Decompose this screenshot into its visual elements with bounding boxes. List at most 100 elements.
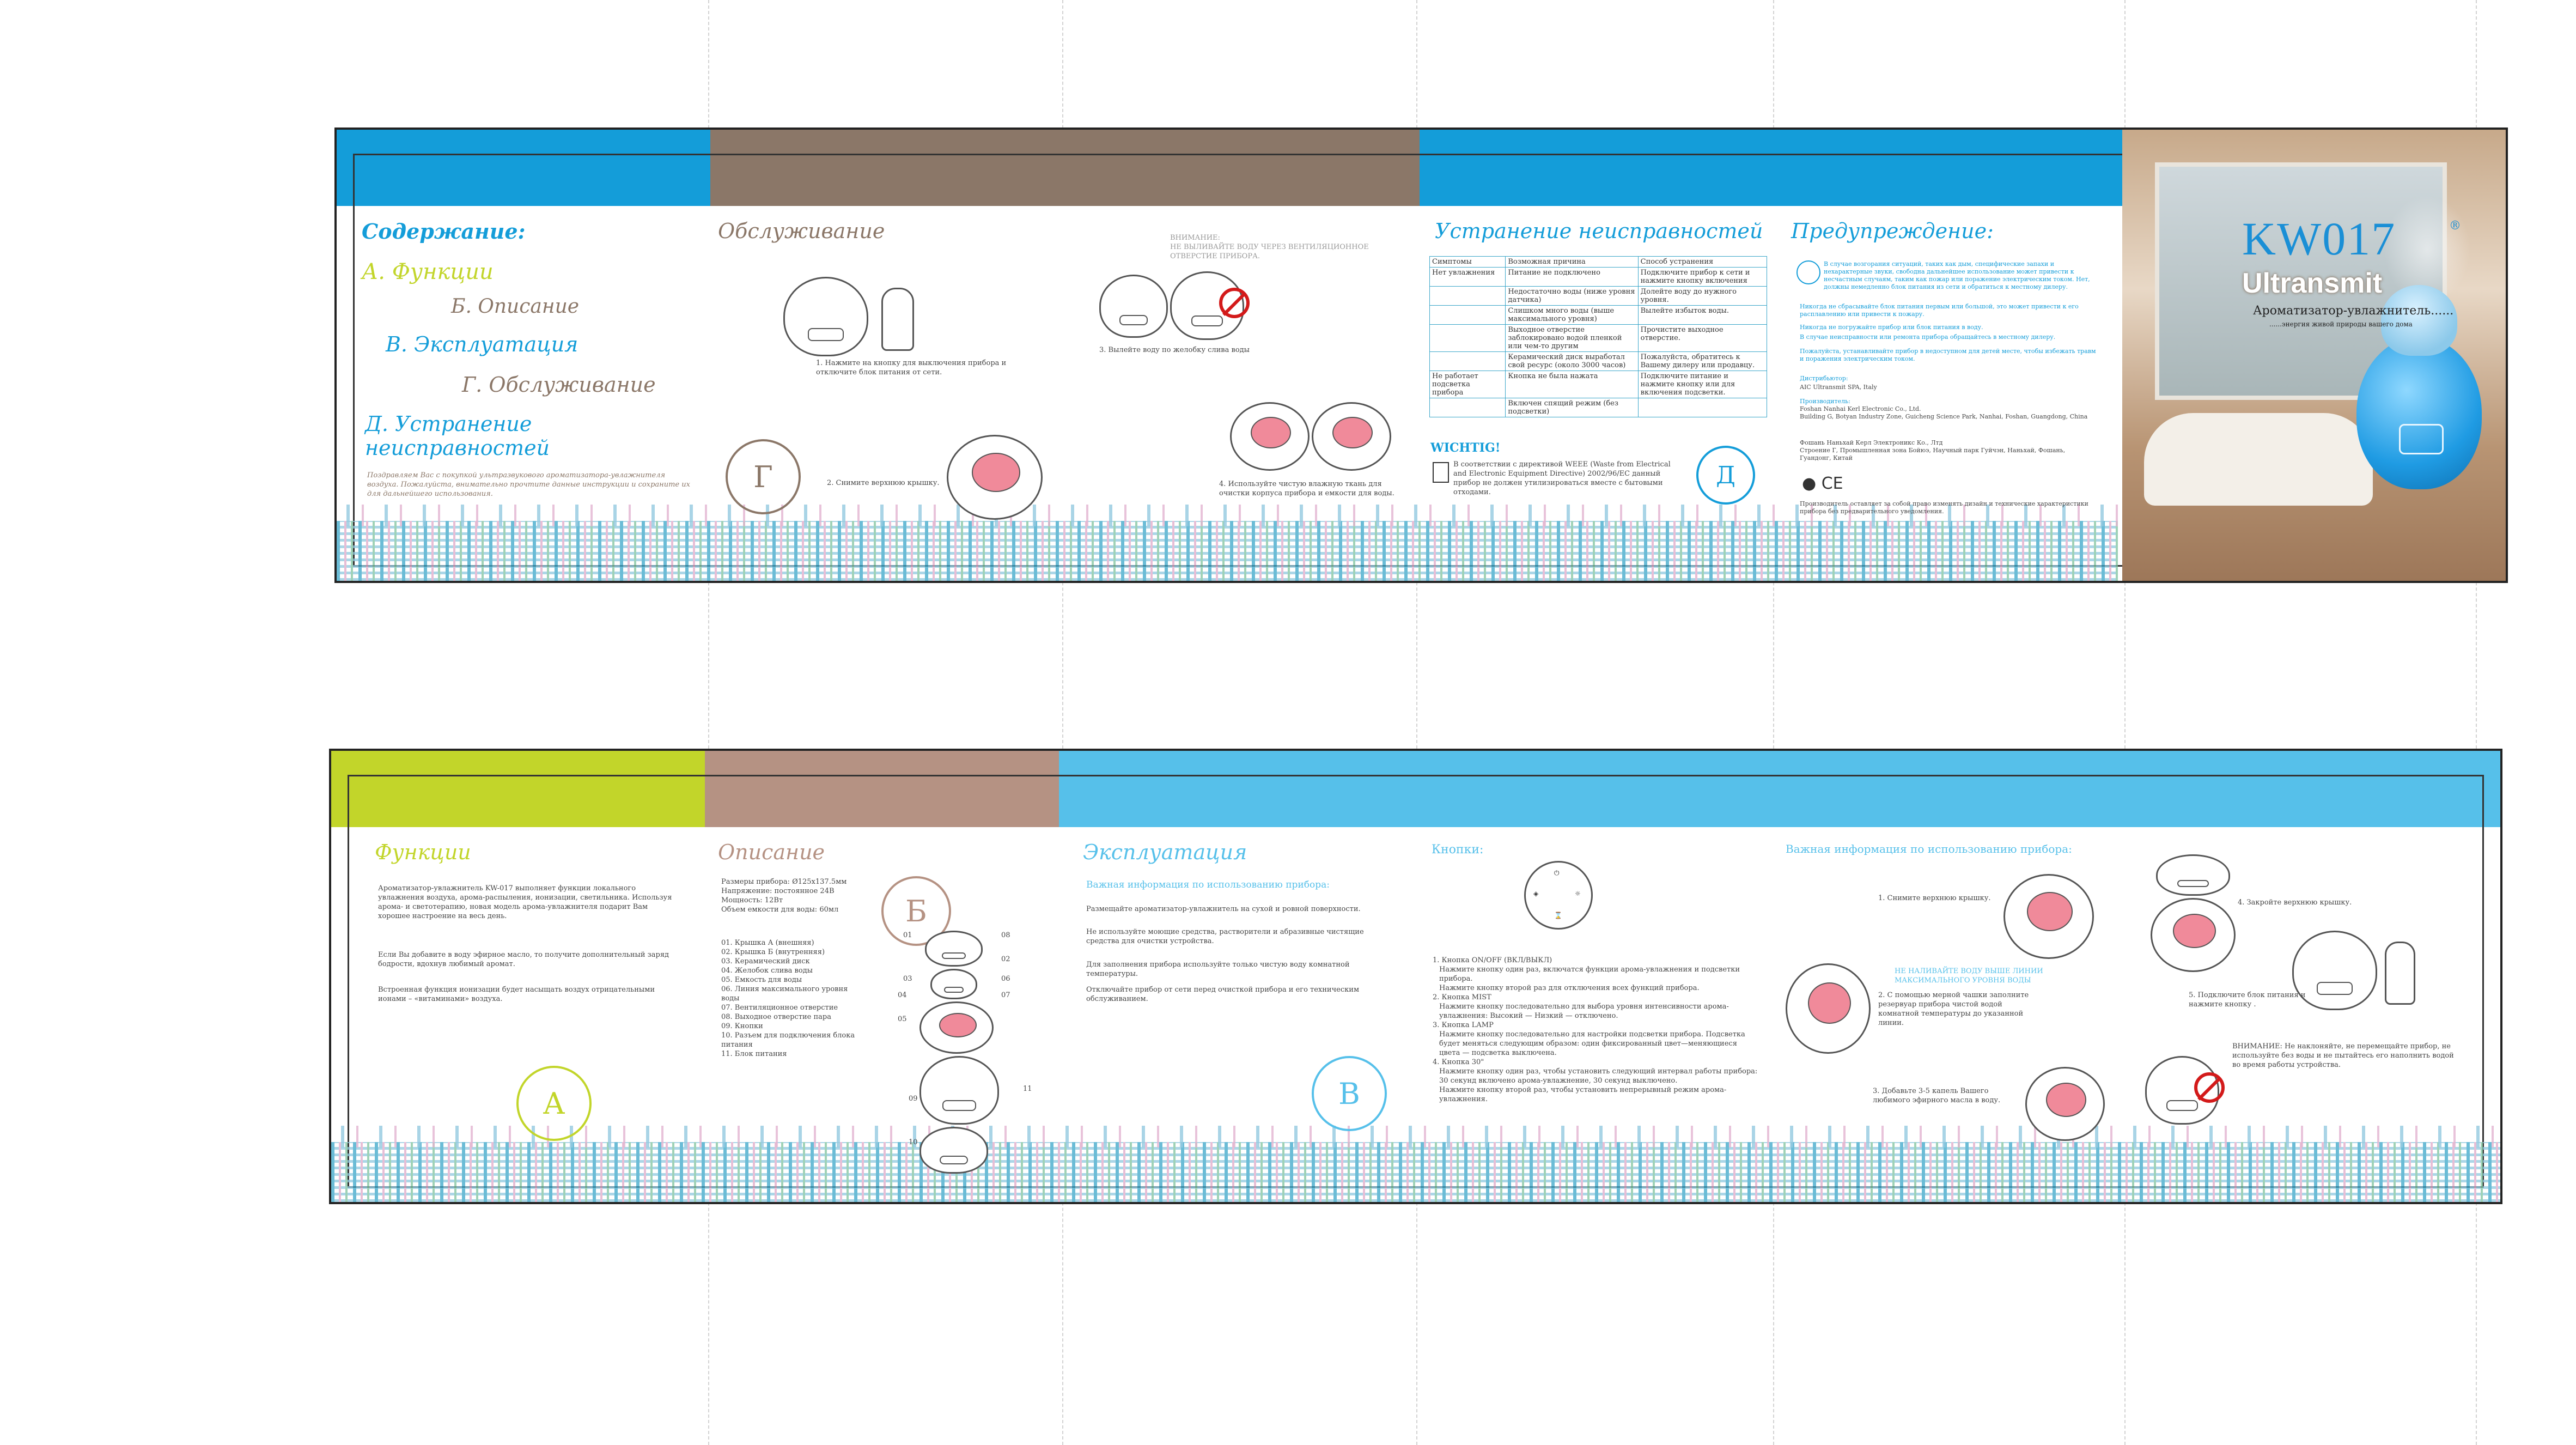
table-row: Включен спящий режим (без подсветки) xyxy=(1429,398,1768,417)
letter-pattern-decoration xyxy=(337,505,2118,581)
spec-item: Мощность: 12Вт xyxy=(721,896,783,904)
service-step-2: 2. Снимите верхнюю крышку. xyxy=(827,479,940,487)
remove-cap-illustration xyxy=(2003,874,2094,959)
table-row: Выходное отверстие заблокировано водой п… xyxy=(1429,324,1768,352)
callout-05: 05 xyxy=(898,1015,907,1023)
section-badge-a: А xyxy=(516,1066,592,1141)
product-image xyxy=(2356,285,2482,489)
usage-step-1: 1. Снимите верхнюю крышку. xyxy=(1878,894,1991,902)
spec-item: Объем емкости для воды: 60мл xyxy=(721,906,839,914)
contents-item-functions: А. Функции xyxy=(362,259,494,284)
callout-10: 10 xyxy=(909,1138,918,1146)
contents-item-operation: В. Эксплуатация xyxy=(386,332,578,356)
service-step-1: 1. Нажмите на кнопку для выключения приб… xyxy=(816,359,1007,377)
cover-tagline: ......энергия живой природы вашего дома xyxy=(2269,320,2413,328)
table-row: Нет увлажнения Питание не подключено Под… xyxy=(1429,267,1768,287)
manufacturer-info: Foshan Nanhai Kerl Electronic Co., Ltd. … xyxy=(1800,405,2088,420)
usage-step-4: 4. Закройте верхнюю крышку. xyxy=(2238,898,2352,907)
weee-text: В соответствии с директивой WEEE (Waste … xyxy=(1453,460,1671,496)
usage-title: Важная информация по использованию прибо… xyxy=(1786,842,2072,855)
table-row: Керамический диск выработал свой ресурс … xyxy=(1429,351,1768,371)
plug-illustration xyxy=(2292,931,2377,1010)
manufacturer-info-ru: Фошань Наньхай Керл Электроникс Ко., Лтд… xyxy=(1800,439,2066,462)
fill-water-illustration xyxy=(1786,963,1871,1054)
leaflet-inner-side: Функции Ароматизатор-увлажнитель KW-017 … xyxy=(329,749,2502,1204)
contents-item-service: Г. Обслуживание xyxy=(462,373,656,397)
button-4-heading: 4. Кнопка 30" xyxy=(1433,1058,1484,1066)
troubleshooting-panel: Устранение неисправностей Симптомы Возмо… xyxy=(1424,130,1773,581)
product-top-cap xyxy=(2381,285,2457,356)
color-band xyxy=(337,130,710,206)
exploded-cap-b xyxy=(930,969,977,999)
cap-illustration xyxy=(2156,854,2230,896)
wichtig-heading: WICHTIG! xyxy=(1430,441,1501,455)
exploded-bottom xyxy=(919,1127,988,1174)
finger-press-illustration xyxy=(2385,942,2415,1005)
button-3-heading: 3. Кнопка LAMP xyxy=(1433,1021,1494,1029)
button-4-text: Нажмите кнопку один раз, чтобы установит… xyxy=(1439,1067,1758,1085)
usage-step-5: 5. Подключите блок питания и нажмите кно… xyxy=(2189,991,2306,1009)
lamp-icon: ☼ xyxy=(1575,890,1581,897)
button-panel-diagram: ⏻ ◈ ☼ ⌛ xyxy=(1524,861,1593,930)
service-panel-2: ВНИМАНИЕ: НЕ ВЫЛИВАЙТЕ ВОДУ ЧЕРЕЗ ВЕНТИЛ… xyxy=(1072,130,1415,581)
crop-guide xyxy=(1773,0,1774,1445)
add-oil-illustration xyxy=(2025,1067,2105,1141)
section-badge-g: Г xyxy=(726,439,801,514)
intro-text: Поздравляем Вас с покупкой ультразвуково… xyxy=(367,471,690,498)
warning-paragraph: В случае неисправности или ремонта прибо… xyxy=(1800,333,2056,341)
timer-icon: ⌛ xyxy=(1554,912,1562,919)
callout-03: 03 xyxy=(903,975,912,983)
table-row: Не работает подсветка прибора Кнопка не … xyxy=(1429,371,1768,398)
certification-marks: ● CE xyxy=(1802,474,1843,493)
table-header: Возможная причина xyxy=(1505,256,1639,268)
crop-guide xyxy=(708,0,709,1445)
warning-paragraph: В случае возгорания ситуаций, таких как … xyxy=(1824,260,2090,290)
warnings-title: Предупреждение: xyxy=(1791,219,1994,243)
warning-paragraph: Никогда не погружайте прибор или блок пи… xyxy=(1800,324,1983,331)
button-3-text: Нажмите кнопку последовательно для настр… xyxy=(1439,1030,1745,1057)
product-button-panel xyxy=(2399,424,2444,454)
color-band xyxy=(331,751,705,827)
part-item: 02. Крышка Б (внутренняя) xyxy=(721,948,825,956)
service-warning: ВНИМАНИЕ: НЕ ВЫЛИВАЙТЕ ВОДУ ЧЕРЕЗ ВЕНТИЛ… xyxy=(1170,234,1369,260)
warnings-panel: Предупреждение: В случае возгорания ситу… xyxy=(1775,130,2118,581)
buttons-title: Кнопки: xyxy=(1432,843,1484,857)
power-icon: ⏻ xyxy=(1554,869,1560,877)
operation-paragraph: Не используйте моющие средства, раствори… xyxy=(1086,928,1364,945)
letter-pattern-decoration xyxy=(331,1126,2500,1202)
button-1-text: Нажмите кнопку один раз, включатся функц… xyxy=(1439,966,1740,983)
callout-11: 11 xyxy=(1023,1085,1032,1093)
operation-panel: Эксплуатация Важная информация по исполь… xyxy=(1067,751,1410,1202)
leaflet-outer-side: Содержание: А. Функции Б. Описание В. Эк… xyxy=(334,127,2508,583)
distributor-label: Дистрибьютор: xyxy=(1800,375,1848,382)
button-1-text: Нажмите кнопку второй раз для отключения… xyxy=(1439,984,1700,992)
button-1-heading: 1. Кнопка ON/OFF (ВКЛ/ВЫКЛ) xyxy=(1433,956,1552,964)
functions-paragraph: Если Вы добавите в воду эфирное масло, т… xyxy=(378,951,669,968)
button-4-text: Нажмите кнопку второй раз, чтобы установ… xyxy=(1439,1086,1727,1103)
functions-paragraph: Ароматизатор-увлажнитель KW-017 выполняе… xyxy=(378,884,672,920)
troubleshooting-table: Симптомы Возможная причина Способ устран… xyxy=(1429,256,1768,417)
service-title: Обслуживание xyxy=(718,219,885,243)
usage-step-2: 2. С помощью мерной чашки заполните резе… xyxy=(1878,991,2029,1027)
color-band xyxy=(1420,130,2122,206)
part-item: 08. Выходное отверстие пара xyxy=(721,1013,831,1021)
callout-01: 01 xyxy=(903,931,912,939)
cover-photo: KW017 ® Ultransmit Ароматизатор-увлажнит… xyxy=(2122,130,2506,581)
contents-title: Содержание: xyxy=(362,219,526,244)
registered-mark: ® xyxy=(2449,219,2461,233)
usage-panel-2: 4. Закройте верхнюю крышку. 5. Подключит… xyxy=(2129,751,2488,1202)
open-tank-illustration xyxy=(947,435,1043,520)
color-band xyxy=(1059,751,2500,827)
crop-guide xyxy=(2476,0,2477,1445)
crop-guide xyxy=(1416,0,1417,1445)
max-level-warning: НЕ НАЛИВАЙТЕ ВОДУ ВЫШЕ ЛИНИИ МАКСИМАЛЬНО… xyxy=(1895,967,2043,985)
section-badge-v: В xyxy=(1312,1056,1387,1131)
clean-illustration-1 xyxy=(1230,402,1310,471)
cover-brand: Ultransmit xyxy=(2242,268,2383,299)
button-2-heading: 2. Кнопка MIST xyxy=(1433,993,1491,1001)
table-header: Симптомы xyxy=(1429,256,1506,268)
functions-panel: Функции Ароматизатор-увлажнитель KW-017 … xyxy=(358,751,696,1202)
buttons-panel: Кнопки: ⏻ ◈ ☼ ⌛ 1. Кнопка ON/OFF (ВКЛ/ВЫ… xyxy=(1421,751,1769,1202)
clean-illustration-2 xyxy=(1312,402,1391,471)
manufacturer-label: Производитель: xyxy=(1800,398,1850,405)
